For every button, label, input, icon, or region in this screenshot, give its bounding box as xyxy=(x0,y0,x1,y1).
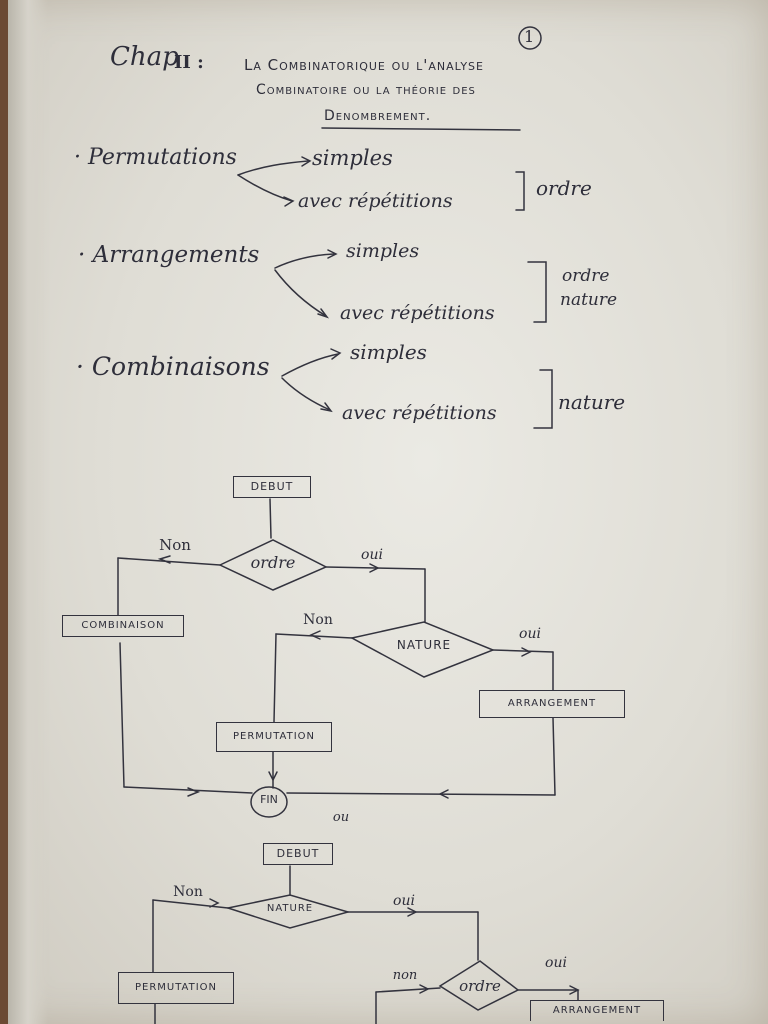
arr-branch-arrow-2 xyxy=(274,269,327,317)
flowchart-separator: ou xyxy=(332,810,350,825)
fc1-end-label: FIN xyxy=(260,793,278,806)
permutations-criteria-ordre: ordre xyxy=(536,176,592,200)
title-line-1: La Combinatorique ou l'analyse xyxy=(244,56,484,74)
arrangements-criteria-ordre: ordre xyxy=(562,266,610,286)
chapter-number: II : xyxy=(174,52,204,73)
fc2-decision-ordre-no: non xyxy=(392,968,418,983)
fc1-permutation-box: PERMUTATION xyxy=(216,722,332,752)
fc2-decision-nature-no: Non xyxy=(173,884,203,900)
fc1-decision-nature-no: Non xyxy=(303,612,333,628)
concept-permutations: · Permutations xyxy=(74,145,237,170)
concept-combinaisons-label: Combinaisons xyxy=(91,352,270,381)
notebook-page xyxy=(8,0,768,1024)
perm-bracket xyxy=(515,171,525,211)
title-underline xyxy=(321,127,521,131)
comb-branch-arrow-2 xyxy=(281,377,331,411)
concept-arrangements: · Arrangements xyxy=(78,242,260,268)
comb-bracket xyxy=(533,369,553,429)
arrangements-repetitions: avec répétitions xyxy=(340,302,495,324)
perm-branch-arrow-2 xyxy=(237,174,293,202)
permutations-repetitions: avec répétitions xyxy=(298,190,453,212)
fc1-decision-ordre-label: ordre xyxy=(250,553,296,572)
title-line-3: Denombrement. xyxy=(324,108,432,124)
fc2-start-box: DEBUT xyxy=(263,843,333,865)
fc1-decision-ordre-no: Non xyxy=(159,536,191,554)
arrangements-simples: simples xyxy=(346,240,420,262)
fc1-end-circle xyxy=(250,786,288,818)
fc1-decision-nature-label: NATURE xyxy=(396,638,452,652)
concept-permutations-label: Permutations xyxy=(88,145,237,170)
fc2-decision-ordre-yes: oui xyxy=(545,955,567,971)
fc2-permutation-box: PERMUTATION xyxy=(118,972,234,1004)
fc2-decision-ordre-label: ordre xyxy=(459,977,501,995)
arr-bracket xyxy=(527,261,547,323)
combinaisons-repetitions: avec répétitions xyxy=(342,402,497,424)
fc1-line-start-decision xyxy=(269,498,272,539)
fc2-decision-nature-label: NATURE xyxy=(266,903,314,914)
fc1-decision-ordre-yes: oui xyxy=(361,547,383,563)
page-spine-edge xyxy=(8,0,48,1024)
page-number-circle xyxy=(518,26,542,50)
fc2-arrangement-box: ARRANGEMENT xyxy=(530,1000,664,1021)
permutations-simples: simples xyxy=(312,146,393,170)
fc1-decision-nature-yes: oui xyxy=(519,626,541,642)
concept-arrangements-label: Arrangements xyxy=(92,242,260,268)
concept-combinaisons: · Combinaisons xyxy=(76,352,270,381)
perm-branch-arrow-1 xyxy=(237,160,309,176)
title-line-2: Combinatoire ou la théorie des xyxy=(256,82,476,98)
combinaisons-simples: simples xyxy=(350,340,427,364)
fc1-combinaison-box: COMBINAISON xyxy=(62,615,184,637)
fc1-arrangement-box: ARRANGEMENT xyxy=(479,690,625,718)
comb-branch-arrow-1 xyxy=(281,353,339,377)
combinaisons-criteria-nature: nature xyxy=(558,390,626,414)
page-number: 1 xyxy=(524,27,535,46)
fc2-decision-nature-yes: oui xyxy=(393,893,415,909)
fc1-start-box: DEBUT xyxy=(233,476,311,498)
arrangements-criteria-nature: nature xyxy=(560,290,618,310)
arr-branch-arrow-1 xyxy=(274,253,335,269)
chapter-label: Chap xyxy=(110,42,179,72)
